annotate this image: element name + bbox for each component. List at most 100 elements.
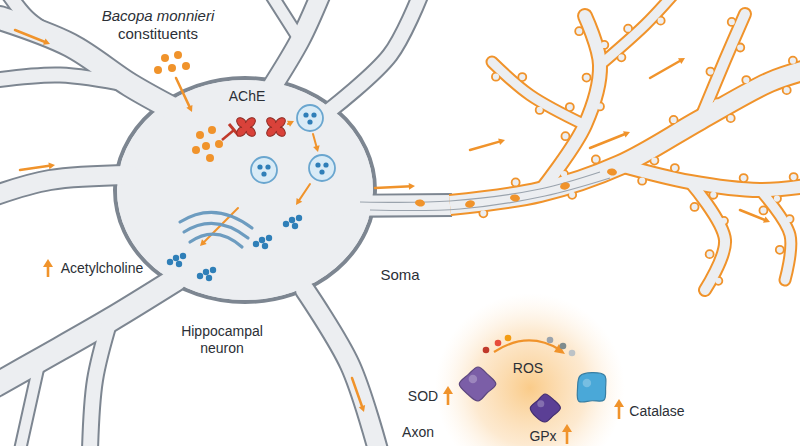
acetylcholine-dot	[197, 273, 203, 279]
branch-fill	[690, 182, 725, 290]
dendritic-spine	[518, 73, 526, 81]
dendritic-spine	[670, 116, 678, 124]
flow-arrow-head	[48, 163, 55, 170]
dendrite-fill	[0, 75, 130, 85]
ros-molecule	[483, 347, 490, 354]
flow-arrow-line	[15, 30, 46, 43]
dendritic-spine	[561, 132, 569, 140]
flow-arrow-line	[375, 186, 411, 188]
enzyme-highlight	[537, 400, 544, 407]
ache-enzyme	[265, 116, 288, 139]
acetylcholine-dot	[173, 255, 179, 261]
inhibition-line	[222, 130, 234, 140]
golgi-cisterna	[180, 212, 252, 228]
flow-arrow-head	[678, 58, 685, 64]
trunk-fill-orange	[450, 70, 800, 205]
branch-outline	[600, 0, 672, 65]
bacopa-molecule	[168, 64, 176, 72]
text-label: GPx	[529, 427, 556, 444]
acetylcholine-dot	[319, 169, 324, 174]
increase-arrow-head	[443, 386, 453, 394]
dendrite-fill	[20, 360, 40, 446]
flow-arrow-head	[200, 239, 207, 246]
bacopa-molecule	[208, 126, 216, 134]
branch-fill	[760, 190, 791, 280]
ros-molecule	[495, 340, 502, 347]
branch-fill	[620, 165, 800, 190]
enzyme-core	[242, 123, 250, 131]
text-label: Catalase	[629, 403, 684, 420]
acetylcholine-dot	[292, 223, 298, 229]
enzyme-highlight	[469, 375, 478, 384]
acetylcholine-dot	[180, 253, 186, 259]
neuron-outline	[0, 0, 452, 446]
ros-molecule	[505, 335, 512, 342]
antioxidant-enzyme	[459, 367, 496, 401]
dendritic-spine	[728, 18, 736, 26]
dendrite-fill	[270, 0, 320, 90]
dendrite-tree	[450, 0, 800, 290]
branch-outline	[760, 190, 791, 280]
synaptic-vesicle	[309, 155, 335, 181]
ros-molecule	[560, 343, 567, 350]
synaptic-vesicle	[297, 105, 323, 131]
flow-arrows	[15, 30, 770, 412]
acetylcholine-dot	[206, 275, 212, 281]
microtubules	[360, 168, 618, 211]
dendritic-spine	[759, 206, 767, 214]
flow-arrow-line	[470, 141, 501, 150]
text-label: ROS	[513, 360, 543, 377]
dendritic-spine	[727, 114, 735, 122]
golgi-cisterna	[190, 234, 242, 247]
branch-fill	[492, 62, 585, 125]
dendrite-fill	[0, 175, 130, 195]
dendritic-spine	[790, 173, 798, 181]
enzyme-core	[272, 123, 280, 131]
acetylcholine-dot	[311, 112, 316, 117]
dendrite-fill	[305, 290, 378, 446]
flow-arrow-line	[313, 134, 317, 148]
bacopa-molecule	[215, 140, 223, 148]
cargo-vesicle	[509, 194, 520, 203]
branch-outline	[690, 182, 725, 290]
dendrite-outline	[272, 0, 300, 40]
branch-fill	[700, 14, 745, 120]
flow-arrow-line	[650, 60, 682, 78]
dendrite-outline	[0, 280, 175, 385]
bacopa-molecule	[206, 154, 214, 162]
dendritic-spine	[592, 155, 600, 163]
acetylcholine-dot	[266, 235, 272, 241]
dendritic-spine	[783, 86, 791, 94]
acetylcholine-dot	[323, 162, 328, 167]
acetylcholine-dot	[167, 259, 173, 265]
flow-arrow-head	[623, 131, 630, 137]
flow-arrow-head	[287, 121, 294, 127]
cargo-vesicle	[606, 168, 617, 177]
increase-arrow-head	[614, 399, 624, 407]
acetylcholine-dot	[289, 217, 295, 223]
dendrite-outline	[0, 175, 130, 195]
dendrite-fill	[10, 0, 70, 45]
flow-arrow-line	[352, 378, 363, 408]
dendritic-spine	[566, 103, 574, 111]
flow-arrow-line	[176, 78, 190, 108]
flow-arrow-head	[313, 145, 319, 152]
acetylcholine-dot	[257, 164, 262, 169]
cargo-vesicle	[414, 199, 425, 208]
branch-outline	[620, 165, 800, 190]
acetylcholine-dot	[283, 221, 289, 227]
trunk-outline-orange	[450, 70, 800, 205]
ache-enzyme	[235, 116, 258, 139]
dendrite-fill	[272, 0, 300, 40]
dendritic-spine	[691, 203, 699, 211]
text-label: AChE	[229, 88, 266, 105]
dendritic-spine	[624, 25, 632, 33]
soma-contents	[154, 51, 335, 281]
dendrite-fill	[330, 0, 420, 110]
acetylcholine-dot	[210, 267, 216, 273]
flow-arrow-line	[298, 184, 310, 202]
acetylcholine-dot	[315, 162, 320, 167]
text-label: constituents	[118, 25, 198, 43]
